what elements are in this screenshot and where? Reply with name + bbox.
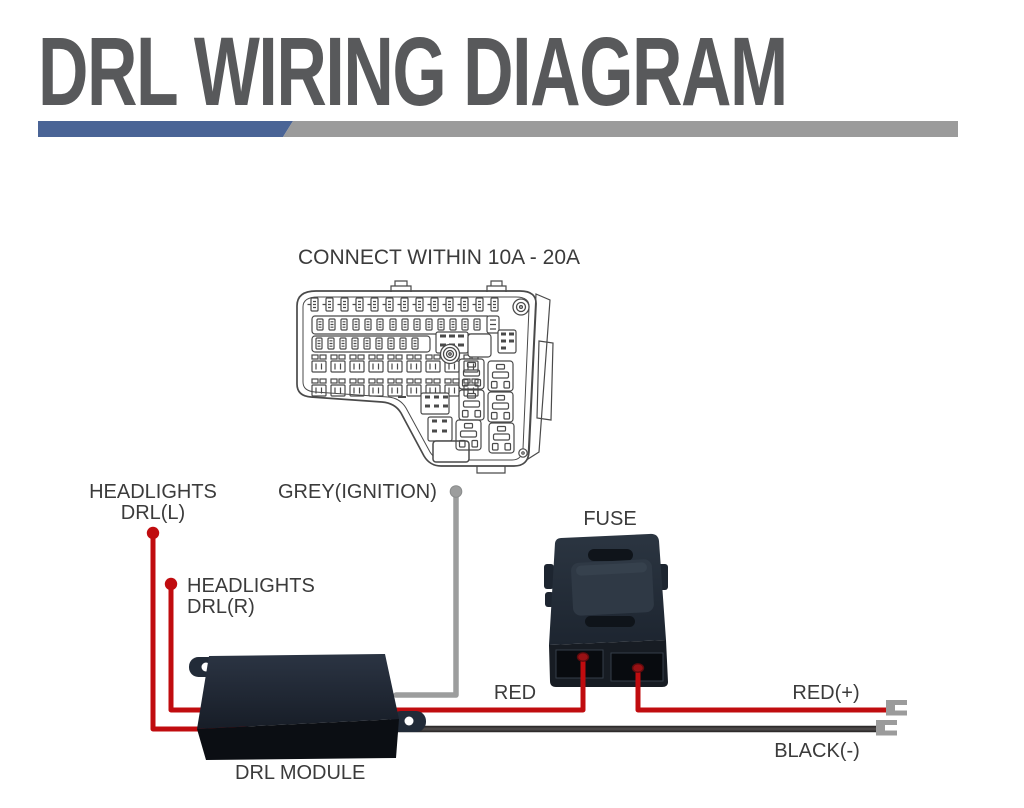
screw-icon	[512, 298, 530, 316]
label-red-wire: RED	[493, 682, 537, 704]
wire-grommet	[576, 652, 590, 662]
wire-red-positive	[635, 663, 891, 713]
wire-grommet	[631, 663, 645, 673]
label-headlights-drl-left: HEADLIGHTS DRL(L)	[89, 481, 217, 524]
fuse-holder-tab	[544, 564, 554, 589]
accent-bar-blue	[38, 121, 293, 137]
fuse-box-illustration	[296, 280, 554, 474]
drl-module-illustration	[189, 654, 426, 760]
label-red-positive: RED(+)	[792, 682, 860, 704]
fuse-box-top-tab-left	[394, 280, 408, 286]
fuse-box-rail-handle	[536, 340, 554, 421]
fuse-holder-slot	[585, 616, 635, 627]
fuse-mid-clusters	[398, 329, 517, 442]
label-headlights-drl-right: HEADLIGHTS DRL(R)	[187, 575, 315, 618]
screw-icon	[439, 343, 461, 365]
spade-terminal-red	[886, 700, 907, 716]
page-title: DRL WIRING DIAGRAM	[38, 17, 788, 126]
fuse-box-blank-slot-bottom	[432, 440, 470, 463]
fuse-row-b	[311, 315, 491, 335]
fuse-box-outline	[296, 290, 537, 467]
label-grey-ignition: GREY(IGNITION)	[278, 481, 437, 503]
module-front-face	[197, 719, 399, 760]
fuse-row-c	[311, 315, 500, 354]
fuse-holder-slot	[588, 549, 633, 561]
fuse-box-side-rail	[527, 293, 551, 461]
wire-red-module-to-fuse	[387, 653, 586, 713]
fuse-box-bottom-tab	[476, 466, 506, 474]
fuse-box-blank-slot-top	[467, 333, 492, 358]
screw-icon	[518, 448, 528, 458]
fuse-holder-illustration	[544, 533, 668, 687]
accent-bar-gray	[283, 121, 958, 137]
module-mount-hole	[404, 716, 414, 726]
label-fuse: FUSE	[583, 508, 637, 530]
fuse-holder-cover	[571, 559, 654, 616]
label-black-negative: BLACK(-)	[774, 740, 860, 762]
fuse-row-a	[306, 297, 499, 312]
fuse-relay-blocks	[455, 358, 515, 454]
wire-ignition-grey	[393, 485, 463, 698]
fuse-box-note: CONNECT WITHIN 10A - 20A	[298, 246, 581, 269]
module-top-face	[197, 654, 399, 729]
fuse-box-top-tab-right	[490, 280, 503, 286]
spade-terminal-black	[876, 720, 897, 736]
label-drl-module: DRL MODULE	[235, 762, 366, 784]
